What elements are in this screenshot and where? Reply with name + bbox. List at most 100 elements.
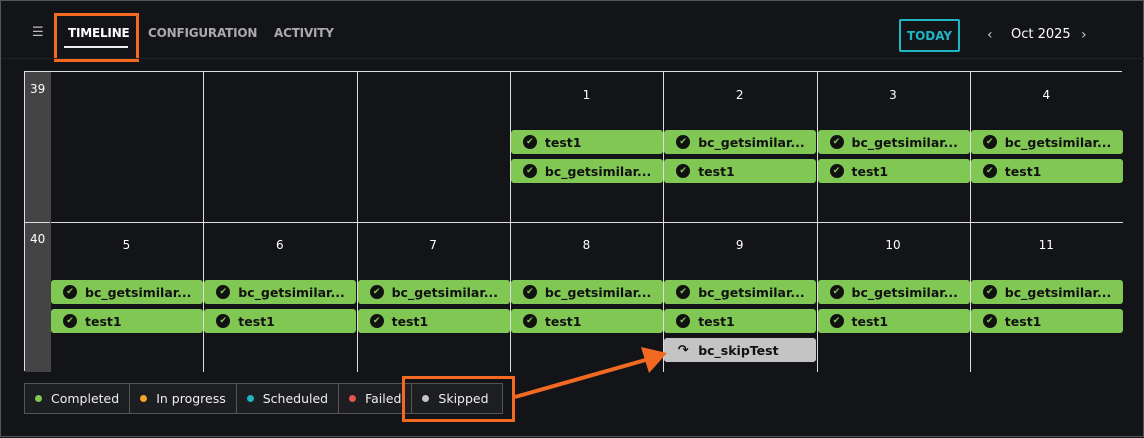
event-completed[interactable]: ✔test1 — [664, 159, 817, 183]
tab-activity[interactable]: ACTIVITY — [274, 26, 334, 40]
check-circle-icon: ✔ — [982, 135, 997, 149]
event-completed[interactable]: ✔bc_getsimilar... — [51, 280, 203, 304]
legend-label: Skipped — [438, 391, 489, 406]
next-month-button[interactable]: › — [1081, 27, 1087, 43]
check-circle-icon: ✔ — [522, 314, 537, 328]
header-divider — [1, 58, 1144, 59]
day-number[interactable]: 6 — [275, 238, 284, 252]
check-circle-icon: ✔ — [676, 135, 691, 149]
event-name: test1 — [851, 313, 889, 329]
legend-label: Completed — [51, 391, 120, 406]
day-divider — [969, 72, 971, 372]
event-completed[interactable]: ✔ bc_getsimilar... — [817, 130, 970, 154]
legend-item-failed[interactable]: Failed — [339, 384, 413, 413]
day-number[interactable]: 11 — [1038, 238, 1054, 252]
event-name: test1 — [85, 313, 122, 329]
week-number: 39 — [25, 72, 50, 222]
day-divider — [203, 72, 205, 372]
event-name: bc_getsimilar... — [851, 134, 958, 150]
day-number[interactable]: 2 — [735, 88, 744, 102]
day-number[interactable]: 5 — [122, 238, 131, 252]
day-divider — [816, 72, 818, 372]
event-name: test1 — [391, 313, 429, 329]
event-completed[interactable]: ✔ test1 — [357, 309, 510, 333]
status-dot-icon — [246, 395, 254, 402]
today-button[interactable]: TODAY — [899, 19, 960, 52]
event-completed[interactable]: ✔ bc_getsimilar... — [970, 130, 1123, 154]
tab-timeline[interactable]: TIMELINE — [68, 26, 130, 40]
day-number[interactable]: 4 — [1042, 88, 1051, 102]
check-circle-icon: ✔ — [982, 314, 997, 328]
check-circle-icon: ✔ — [369, 314, 384, 328]
annotation-highlight-skipped — [402, 376, 515, 422]
check-circle-icon: ✔ — [676, 314, 691, 328]
event-name: test1 — [544, 134, 582, 150]
event-name: bc_getsimilar... — [544, 163, 652, 179]
check-circle-icon: ✔ — [829, 164, 844, 178]
check-circle-icon: ✔ — [676, 285, 691, 299]
event-completed[interactable]: ✔ bc_getsimilar... — [664, 130, 817, 154]
event-completed[interactable]: ✔ test1 — [970, 159, 1123, 183]
event-completed[interactable]: ✔ bc_getsimilar... — [510, 159, 663, 183]
day-number[interactable]: 3 — [889, 88, 897, 102]
event-completed[interactable]: ✔test1 — [51, 309, 203, 333]
active-tab-underline — [64, 46, 128, 48]
check-circle-icon: ✔ — [522, 135, 537, 149]
legend-item-skipped[interactable]: Skipped — [412, 384, 502, 413]
event-name: test1 — [851, 163, 889, 179]
event-completed[interactable]: ✔ bc_getsimilar... — [817, 280, 970, 304]
day-divider — [663, 72, 665, 372]
event-completed[interactable]: ✔ bc_getsimilar... — [664, 280, 817, 304]
event-completed[interactable]: ✔bc_getsimilar... — [970, 280, 1123, 304]
day-number[interactable]: 9 — [735, 238, 744, 252]
check-circle-icon: ✔ — [522, 164, 537, 178]
check-circle-icon: ✔ — [829, 314, 844, 328]
event-completed[interactable]: ✔test1 — [664, 309, 817, 333]
current-month: Oct 2025 — [1011, 27, 1071, 42]
prev-month-button[interactable]: ‹ — [987, 27, 993, 43]
event-completed[interactable]: ✔ test1 — [970, 309, 1123, 333]
check-circle-icon: ✔ — [829, 135, 844, 149]
day-number[interactable]: 8 — [582, 238, 591, 252]
check-circle-icon: ✔ — [829, 285, 844, 299]
event-name: test1 — [238, 313, 275, 329]
event-name: bc_getsimilar... — [851, 284, 958, 300]
event-name: test1 — [1004, 313, 1042, 329]
day-number[interactable]: 7 — [429, 238, 437, 252]
event-completed[interactable]: ✔bc_getsimilar... — [357, 280, 510, 304]
check-circle-icon: ✔ — [982, 285, 997, 299]
collapse-menu-icon[interactable]: ☰ — [32, 25, 44, 40]
event-skipped[interactable]: ↷bc_skipTest — [664, 338, 817, 362]
event-completed[interactable]: ✔ test1 — [817, 309, 970, 333]
event-completed[interactable]: ✔ test1 — [510, 130, 663, 154]
event-completed[interactable]: ✔test1 — [204, 309, 357, 333]
day-divider — [509, 72, 511, 372]
tab-configuration[interactable]: CONFIGURATION — [148, 26, 258, 40]
event-name: bc_getsimilar... — [238, 284, 345, 300]
event-name: bc_skipTest — [698, 342, 779, 358]
legend-item-scheduled[interactable]: Scheduled — [237, 384, 340, 413]
event-completed[interactable]: ✔ test1 — [510, 309, 663, 333]
event-completed[interactable]: ✔bc_getsimilar... — [204, 280, 357, 304]
status-dot-icon — [422, 395, 430, 402]
event-name: bc_getsimilar... — [85, 284, 192, 300]
event-name: bc_getsimilar... — [1004, 134, 1112, 150]
legend-label: In progress — [156, 391, 226, 406]
legend-item-completed[interactable]: Completed — [25, 384, 131, 413]
legend-item-in_progress[interactable]: In progress — [130, 384, 237, 413]
event-name: test1 — [698, 163, 735, 179]
week-divider — [25, 222, 1123, 223]
day-number[interactable]: 10 — [885, 238, 901, 252]
day-number[interactable]: 1 — [582, 88, 591, 102]
event-name: bc_getsimilar... — [698, 284, 805, 300]
check-circle-icon: ✔ — [982, 164, 997, 178]
day-divider — [356, 72, 358, 372]
event-name: test1 — [544, 313, 582, 329]
event-completed[interactable]: ✔ test1 — [817, 159, 970, 183]
status-dot-icon — [35, 395, 42, 402]
event-completed[interactable]: ✔bc_getsimilar... — [510, 280, 663, 304]
event-name: bc_getsimilar... — [698, 134, 805, 150]
event-name: test1 — [1004, 163, 1042, 179]
